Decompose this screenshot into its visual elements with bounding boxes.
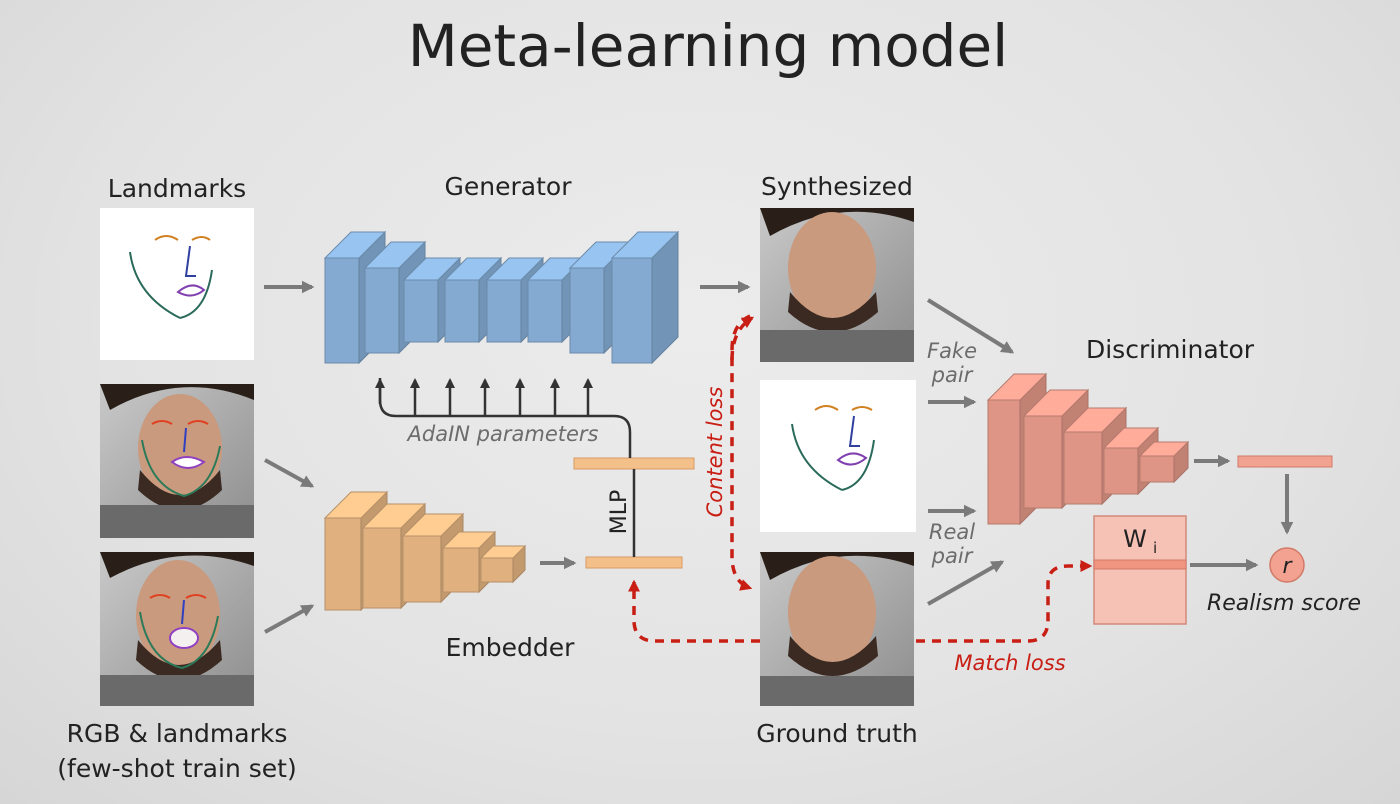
ground-truth-image <box>760 552 914 706</box>
w-subscript: i <box>1153 539 1157 557</box>
fake-pair-label-line1: Fake <box>927 339 977 363</box>
ground-truth-label: Ground truth <box>756 719 917 748</box>
flow-arrows <box>264 280 1294 634</box>
face-photo-2 <box>100 552 254 706</box>
landmarks-image <box>100 208 254 360</box>
rgb-landmarks-label: RGB & landmarks <box>67 719 288 748</box>
embedder-label: Embedder <box>446 633 576 662</box>
realism-score-node: r <box>1269 547 1305 583</box>
face-photo-1 <box>100 384 254 538</box>
discriminator-layer-5 <box>1138 440 1190 484</box>
few-shot-label: (few-shot train set) <box>57 754 296 783</box>
generator-layer-8 <box>610 230 680 365</box>
content-loss-path <box>730 314 755 591</box>
adain-label: AdaIN parameters <box>406 422 599 446</box>
content-loss-label: Content loss <box>703 387 727 518</box>
match-loss-label: Match loss <box>954 651 1065 675</box>
landmark-drawing-middle <box>760 380 916 532</box>
synthesized-image <box>760 208 914 362</box>
realism-score-label: Realism score <box>1207 591 1361 616</box>
discriminator-label: Discriminator <box>1086 335 1255 364</box>
generator-label: Generator <box>445 172 573 201</box>
adain-parameter-arrows <box>375 378 632 458</box>
mlp-label: MLP <box>607 490 632 535</box>
page-title: Meta-learning model <box>408 12 1009 80</box>
w-symbol: W <box>1123 525 1147 553</box>
discriminator-output-bar <box>1237 455 1333 468</box>
mlp-bottom-bar <box>585 556 683 569</box>
real-pair-label-line2: pair <box>931 544 974 568</box>
fake-pair-label-line2: pair <box>931 363 974 387</box>
embedder-network <box>323 490 527 612</box>
landmarks-label: Landmarks <box>108 174 246 203</box>
match-loss-path <box>628 560 1093 643</box>
real-pair-label-line1: Real <box>929 520 975 544</box>
discriminator-network <box>986 372 1190 526</box>
synthesized-label: Synthesized <box>761 172 913 201</box>
embedder-layer-5 <box>479 544 527 584</box>
generator-network <box>323 230 680 365</box>
mlp-top-bar <box>573 457 695 470</box>
generator-layer-4 <box>443 256 503 344</box>
r-symbol: r <box>1282 554 1293 579</box>
w-matrix: W i <box>1093 515 1187 625</box>
